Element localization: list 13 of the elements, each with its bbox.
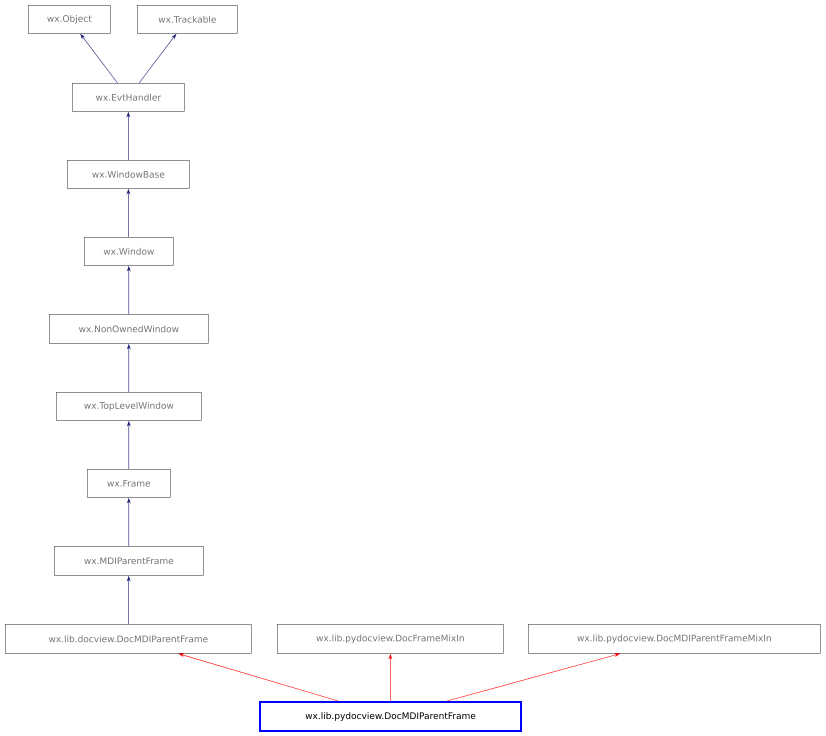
- class-box: wx.Trackable: [137, 5, 238, 34]
- class-box: wx.Frame: [87, 469, 171, 498]
- class-box: wx.Window: [84, 237, 174, 266]
- class-box: wx.lib.docview.DocMDIParentFrame: [5, 624, 252, 654]
- class-box: wx.Object: [28, 5, 111, 34]
- selected-class-box: wx.lib.pydocview.DocMDIParentFrame: [259, 701, 522, 732]
- class-box: wx.lib.pydocview.DocFrameMixIn: [277, 624, 504, 654]
- class-box: wx.MDIParentFrame: [54, 546, 204, 576]
- class-box: wx.WindowBase: [67, 160, 190, 189]
- class-box: wx.lib.pydocview.DocMDIParentFrameMixIn: [528, 624, 821, 654]
- class-box: wx.NonOwnedWindow: [49, 314, 209, 344]
- class-box: wx.EvtHandler: [72, 83, 185, 112]
- class-box: wx.TopLevelWindow: [56, 392, 202, 421]
